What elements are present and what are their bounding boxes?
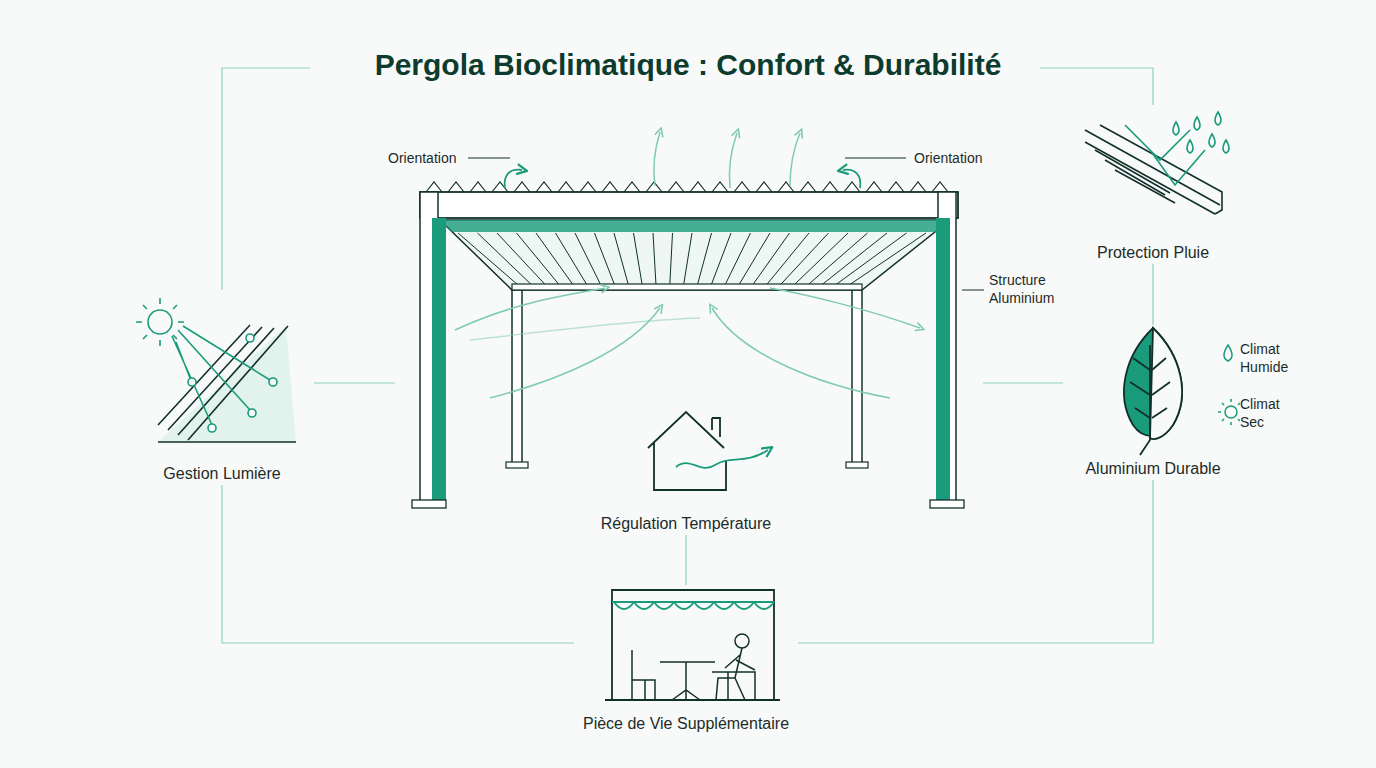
- louvre-blade: [822, 182, 838, 192]
- feature-caption: Gestion Lumière: [161, 465, 282, 483]
- louvre-blade: [426, 182, 442, 192]
- louvre-blade: [866, 182, 882, 192]
- louvre-blade: [932, 182, 948, 192]
- frame-connector: [1152, 264, 1153, 325]
- louvre-slat: [835, 233, 906, 285]
- part-label: Climat Sec: [1240, 396, 1290, 431]
- louvre-blade: [624, 182, 640, 192]
- feature-caption: Pièce de Vie Supplémentaire: [581, 715, 791, 733]
- feature-node: Aluminium Durable: [1075, 325, 1231, 480]
- feature-caption: Régulation Température: [599, 515, 773, 533]
- louvre-slat: [711, 233, 731, 285]
- feature-node: Protection Pluie: [1078, 100, 1228, 264]
- part-label: Climat Humide: [1240, 341, 1302, 376]
- frame-connector: [222, 485, 574, 643]
- awning-scallop: [754, 602, 774, 609]
- louvre-blade: [514, 182, 530, 192]
- part-label: Orientation: [914, 150, 982, 168]
- feature-node: Pièce de Vie Supplémentaire: [574, 585, 798, 735]
- awning-scallop: [614, 602, 634, 609]
- louvre-blade: [888, 182, 904, 192]
- louvre-blade: [558, 182, 574, 192]
- louvre-blade: [448, 182, 464, 192]
- louvre-blade: [536, 182, 552, 192]
- louvre-slat: [575, 233, 601, 285]
- louvre-slat: [670, 233, 673, 285]
- awning-scallop: [714, 602, 734, 609]
- louvre-slat: [595, 233, 615, 285]
- louvre-slat: [739, 233, 770, 285]
- louvre-slat: [808, 233, 868, 285]
- louvre-slat: [458, 233, 518, 285]
- awning-scallop: [734, 602, 754, 609]
- louvre-slat: [822, 233, 887, 285]
- louvre-slat: [684, 233, 692, 285]
- frame-connector: [685, 535, 686, 585]
- louvre-blade: [844, 182, 860, 192]
- louvre-slat: [653, 233, 656, 285]
- louvre-blade: [668, 182, 684, 192]
- louvre-blade: [580, 182, 596, 192]
- louvre-blade: [800, 182, 816, 192]
- louvre-slat: [517, 233, 560, 285]
- feature-node: Gestion Lumière: [130, 290, 314, 485]
- louvre-slat: [556, 233, 588, 285]
- awning-scallop: [694, 602, 714, 609]
- feature-caption: Protection Pluie: [1095, 244, 1211, 262]
- louvre-slat: [634, 233, 643, 285]
- louvre-blade: [756, 182, 772, 192]
- louvre-slat: [614, 233, 628, 285]
- feature-node: Régulation Température: [586, 420, 786, 535]
- louvre-blade: [712, 182, 728, 192]
- part-label: Structure Aluminium: [989, 272, 1071, 307]
- awning-scallop: [654, 602, 674, 609]
- louvre-slat: [794, 233, 848, 285]
- louvre-slat: [725, 233, 751, 285]
- louvre-slat: [697, 233, 711, 285]
- louvre-blade: [690, 182, 706, 192]
- louvre-blade: [778, 182, 794, 192]
- louvre-slat: [753, 233, 790, 285]
- diagram-title: Pergola Bioclimatique : Confort & Durabi…: [363, 48, 1014, 81]
- feature-caption: Aluminium Durable: [1083, 460, 1222, 478]
- part-label: Orientation: [388, 150, 456, 168]
- louvre-slat: [849, 233, 926, 285]
- louvre-blade: [734, 182, 750, 192]
- louvre-blade: [470, 182, 486, 192]
- frame-connector: [798, 480, 1153, 643]
- louvre-blade: [602, 182, 618, 192]
- louvre-slat: [536, 233, 573, 285]
- louvre-blade: [910, 182, 926, 192]
- awning-scallop: [674, 602, 694, 609]
- awning-scallop: [634, 602, 654, 609]
